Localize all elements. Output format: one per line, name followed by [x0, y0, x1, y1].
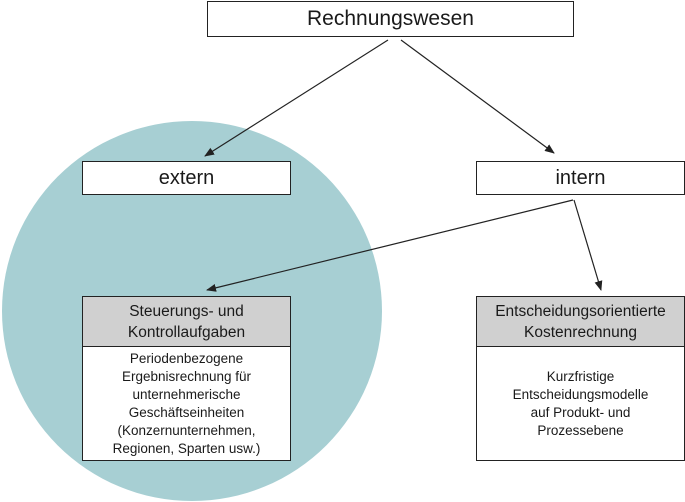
extern-label: extern [158, 166, 215, 189]
left-card-body-line: Regionen, Sparten usw.) [112, 440, 261, 456]
left-card-body: Periodenbezogene Ergebnisrechnung für un… [83, 347, 290, 460]
intern-box: intern [476, 161, 685, 195]
root-label: Rechnungswesen [307, 7, 474, 30]
arrow-intern-to-right-card [573, 199, 603, 291]
arrow-root-to-extern [204, 39, 389, 157]
arrow-intern-to-left-card [206, 199, 574, 292]
right-card-body-line: Prozessebene [537, 422, 624, 438]
left-card-title-line: Steuerungs- und [129, 302, 244, 320]
left-card-body-line: unternehmerische [132, 386, 241, 402]
right-card-body-line: Entscheidungsmodelle [512, 386, 649, 402]
intern-label: intern [555, 166, 606, 189]
right-card-body: Kurzfristige Entscheidungsmodelle auf Pr… [477, 347, 684, 460]
left-card-title-line: Kontrollaufgaben [127, 323, 246, 341]
left-card-header: Steuerungs- und Kontrollaufgaben [83, 297, 290, 347]
arrow-root-to-intern [400, 39, 555, 154]
right-card-body-line: Kurzfristige [546, 368, 615, 384]
root-box: Rechnungswesen [207, 1, 574, 37]
right-card: Entscheidungsorientierte Kostenrechnung … [476, 296, 685, 461]
left-card-body-line: Periodenbezogene [129, 350, 244, 366]
right-card-title-line: Entscheidungsorientierte [495, 302, 666, 320]
right-card-title-line: Kostenrechnung [524, 323, 637, 341]
left-card-body-line: (Konzernunternehmen, [117, 422, 256, 438]
left-card: Steuerungs- und Kontrollaufgaben Periode… [82, 296, 291, 461]
extern-box: extern [82, 161, 291, 195]
left-card-body-line: Geschäftseinheiten [128, 404, 245, 420]
right-card-body-line: auf Produkt- und [530, 404, 631, 420]
left-card-body-line: Ergebnisrechnung für [121, 368, 252, 384]
right-card-header: Entscheidungsorientierte Kostenrechnung [477, 297, 684, 347]
